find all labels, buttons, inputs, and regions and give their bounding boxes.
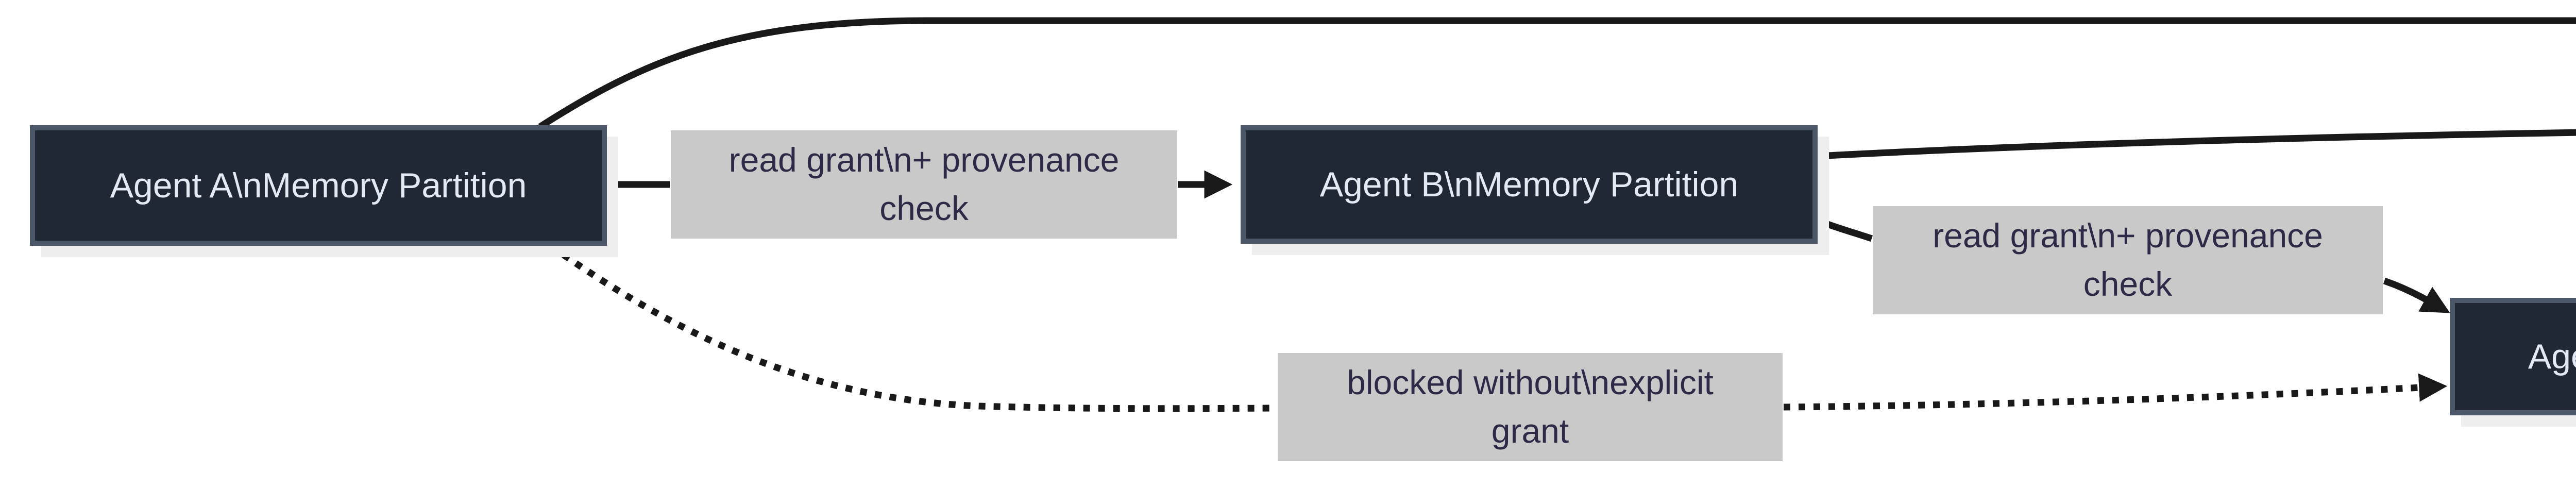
edge-agent-b-to-provlog [1817,129,2576,160]
edge-label-read-grant-2-line-1: read grant\n+ provenance [1933,216,2323,255]
edge-label-read-grant-2: read grant\n+ provenance check [1873,206,2383,314]
edge-agent-b-to-label-read-grant-2 [1816,217,1873,242]
node-agent-b-label: Agent B\nMemory Partition [1319,165,1739,204]
edge-label-read-grant-1-line-2: check [879,189,969,227]
edge-label-read-grant-2-to-agent-c [2383,277,2450,313]
node-agent-a-label: Agent A\nMemory Partition [110,166,527,205]
edge-agent-a-to-provlog [538,17,2576,130]
edge-label-blocked: blocked without\nexplicit grant [1278,353,1783,461]
node-agent-c: Agent C\nMemory Partition [2450,298,2576,415]
node-agent-a: Agent A\nMemory Partition [30,125,607,246]
node-agent-b: Agent B\nMemory Partition [1241,125,1818,244]
edge-label-read-grant-1-line-1: read grant\n+ provenance [728,141,1120,179]
edge-label-blocked-to-agent-c [1783,373,2448,411]
edge-agent-a-to-label-blocked [549,243,1275,412]
edge-label-read-grant-2-line-2: check [2083,265,2173,303]
edge-label-blocked-line-2: grant [1491,412,1569,450]
edge-label-blocked-line-1: blocked without\nexplicit [1347,363,1714,402]
edge-label-read-grant-1: read grant\n+ provenance check [671,130,1177,239]
node-agent-c-label: Agent C\nMemory Partition [2528,337,2576,376]
